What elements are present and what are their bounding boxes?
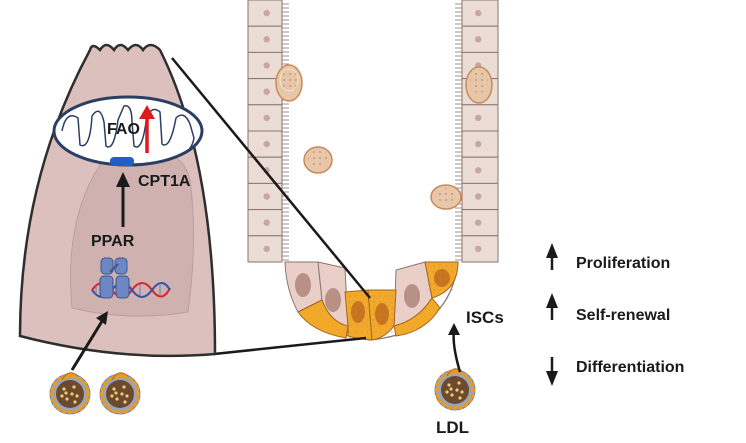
ppar-label: PPAR — [91, 233, 135, 250]
arrow-ldl-to-cell — [70, 311, 108, 371]
isc-cell — [344, 289, 373, 341]
enlarged-isc-cell — [18, 43, 217, 358]
fao-label: FAO — [107, 121, 140, 138]
microvilli-border — [282, 3, 462, 261]
outcome-label-proliferation: Proliferation — [576, 255, 670, 272]
isc-cell — [393, 297, 441, 337]
iscs-label: ISCs — [466, 308, 504, 327]
isc-cell — [367, 289, 397, 341]
outcome-label-self-renewal: Self-renewal — [576, 307, 670, 324]
goblet-cell — [303, 146, 333, 174]
intestinal-epithelium — [247, 0, 499, 341]
goblet-cell — [430, 184, 462, 210]
outcome-arrow-axis — [546, 243, 558, 386]
right-villus-cells — [461, 0, 499, 263]
zoom-lines — [171, 57, 371, 356]
ldl-particle-icon — [434, 368, 476, 411]
mitochondrion — [52, 95, 204, 167]
cpt1a-label: CPT1A — [138, 173, 191, 190]
ldl-particle-icon — [99, 372, 141, 415]
arrow-ppar-to-cpt1a — [116, 172, 130, 227]
goblet-cell — [275, 64, 303, 102]
red-up-arrow-icon — [139, 105, 155, 153]
cpt1a-marker — [110, 157, 134, 166]
isc-cell — [424, 261, 459, 299]
outcome-label-differentiation: Differentiation — [576, 359, 684, 376]
crypt-base — [284, 261, 459, 341]
ppar-dna-binding-icon — [91, 257, 171, 299]
left-villus-cells — [247, 0, 283, 263]
ldl-label: LDL — [436, 418, 469, 437]
arrow-ldl-to-iscs — [448, 323, 462, 373]
ldl-particle-icon — [49, 372, 91, 415]
goblet-cell — [465, 66, 493, 104]
